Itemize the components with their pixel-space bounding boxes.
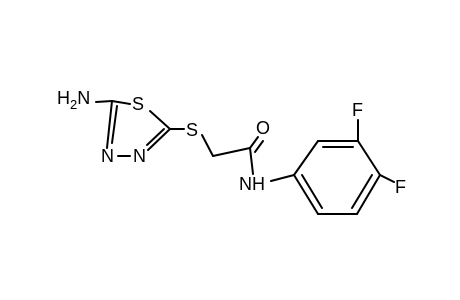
bond-c3-c4	[357, 140, 381, 176]
bond-co-n	[249, 147, 254, 175]
atom-thioether-s: S	[186, 120, 198, 140]
amide-n-label: N	[239, 174, 252, 194]
amide-h-label: H	[252, 174, 265, 194]
atom-labels: H2N S N N S O NH F F	[57, 88, 406, 197]
bond-c4-c5-inner	[351, 174, 373, 209]
bond-s1-c2	[149, 110, 171, 130]
nh2-n-label: N	[77, 88, 90, 108]
atom-ring-s: S	[132, 94, 144, 114]
bonds	[95, 100, 395, 215]
bond-c1-c2	[293, 140, 319, 176]
bond-n4-c5	[106, 100, 113, 149]
bond-nh2-c5	[95, 100, 113, 103]
atom-carbonyl-o: O	[256, 118, 270, 138]
bond-ch2-co	[212, 147, 251, 157]
bond-c6-c1-inner	[301, 174, 323, 209]
nh2-h-label: H	[57, 88, 70, 108]
nh2-subscript: 2	[70, 97, 77, 112]
atom-fluorine-4: F	[395, 177, 406, 197]
atom-ring-n4: N	[101, 146, 114, 166]
atom-fluorine-3: F	[352, 100, 363, 120]
bond-n4-c5-inner	[111, 105, 118, 144]
bond-n-c1	[270, 174, 295, 182]
bond-c2-n3-inner	[146, 128, 165, 146]
bond-c6-c1	[293, 174, 319, 215]
atom-nh2: H2N	[57, 88, 90, 112]
bond-s-ch2	[201, 134, 214, 157]
atom-ring-n3: N	[133, 146, 146, 166]
bond-c4-c5	[356, 174, 381, 215]
bond-co-o	[249, 136, 259, 149]
atom-amide-nh: NH	[239, 174, 265, 194]
bond-co-o-2	[254, 140, 264, 153]
bond-c5-s1	[111, 100, 131, 105]
bond-c4-f	[379, 174, 395, 183]
bond-c2-n3	[147, 128, 171, 151]
